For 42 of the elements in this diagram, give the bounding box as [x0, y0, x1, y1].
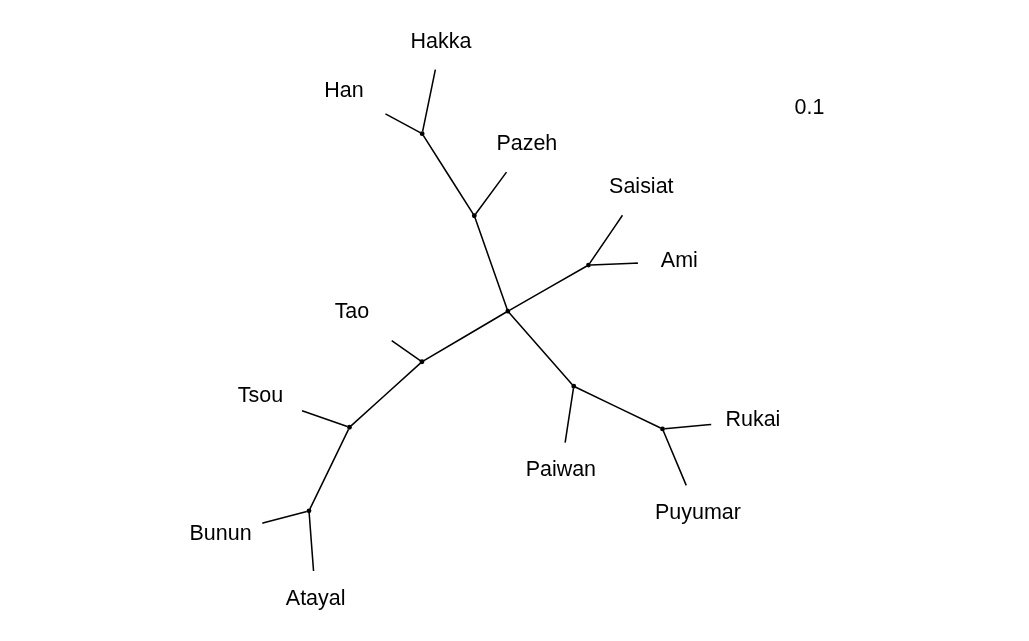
connector [422, 134, 474, 216]
connector [308, 428, 349, 510]
connector [349, 362, 421, 427]
node-text: Tsou [237, 382, 283, 407]
connector [300, 409, 348, 428]
connector [421, 68, 436, 133]
connector [662, 430, 687, 487]
connector [508, 265, 588, 311]
label: 0.1 [794, 94, 824, 119]
node-point [585, 262, 591, 268]
node-text: Bunun [189, 521, 252, 546]
connector [507, 311, 573, 386]
connector [384, 113, 421, 134]
node-point [306, 508, 311, 514]
connector [390, 339, 421, 362]
node-text: Pazeh [495, 131, 557, 156]
connector [589, 262, 639, 266]
node-point [471, 213, 477, 219]
connector [474, 171, 507, 215]
node-text: Rukai [724, 407, 780, 432]
connector [307, 512, 314, 572]
connector [473, 217, 508, 311]
node-text: Paiwan [525, 457, 596, 482]
node-point [419, 359, 424, 365]
node-point [570, 383, 576, 389]
connector [588, 214, 623, 264]
node-text: Hakka [410, 28, 471, 53]
node-text: Han [323, 78, 364, 103]
node-point [659, 426, 665, 432]
node-point [346, 424, 352, 430]
connector [574, 386, 661, 429]
connector [422, 311, 507, 362]
connector [663, 423, 712, 430]
node-point [419, 131, 425, 137]
node-text: Saisiat [608, 174, 674, 199]
connector [261, 510, 308, 524]
node-text: Ami [660, 248, 698, 273]
node-text: Tao [334, 299, 369, 324]
node-point [504, 308, 510, 314]
connector [563, 387, 574, 444]
node-text: Atayal [285, 585, 345, 610]
node-text: Puyumar [654, 500, 741, 525]
